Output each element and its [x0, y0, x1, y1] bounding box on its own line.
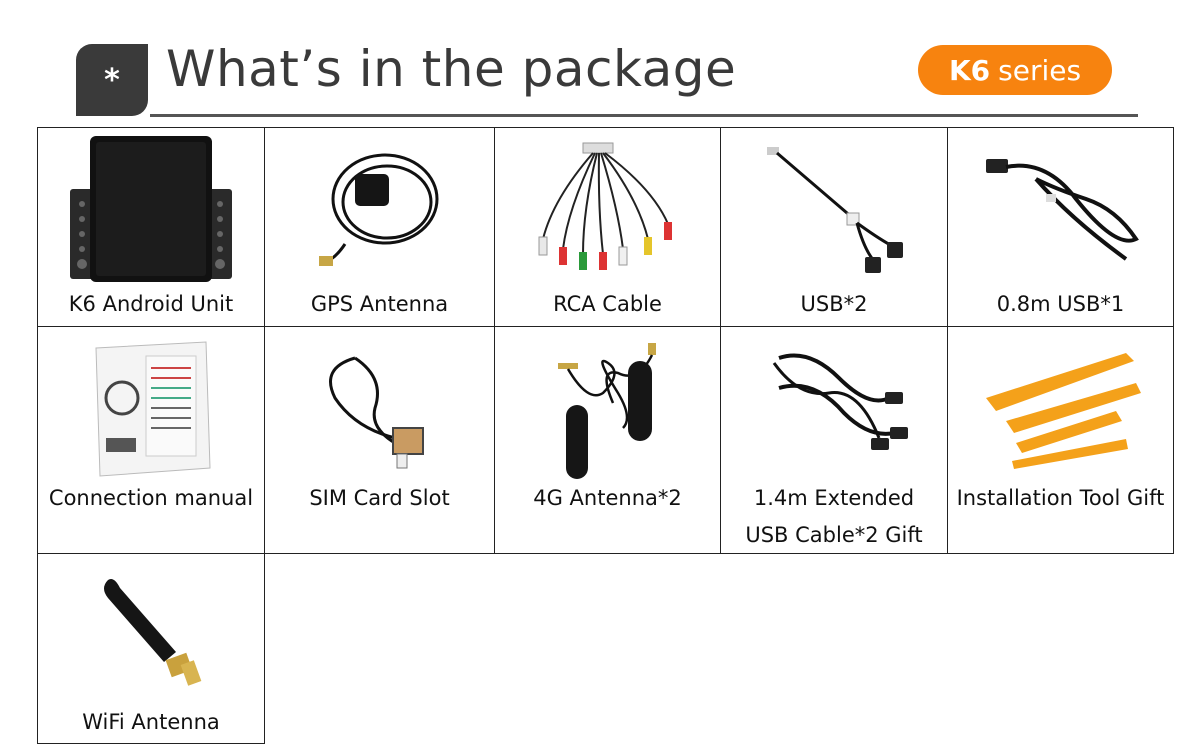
series-model: K6 — [948, 53, 991, 87]
item-label: Installation Tool Gift — [956, 486, 1165, 510]
manual-icon — [38, 333, 264, 483]
head-unit-icon — [38, 134, 264, 284]
pry-tool-icon — [948, 333, 1173, 483]
item-label: GPS Antenna — [310, 292, 449, 316]
package-item-extended-usb: 1.4m Extended USB Cable*2 Gift — [720, 326, 948, 554]
item-label: USB*2 — [800, 292, 868, 316]
package-item-usb: USB*2 — [720, 127, 948, 327]
sim-slot-icon — [265, 333, 494, 483]
item-label: RCA Cable — [553, 292, 662, 316]
item-label: SIM Card Slot — [309, 486, 450, 510]
badge-symbol: * — [104, 62, 120, 98]
item-label: WiFi Antenna — [82, 710, 220, 734]
package-item-installation-tool: Installation Tool Gift — [947, 326, 1174, 554]
title-underline — [150, 114, 1138, 117]
package-item-wifi-antenna: WiFi Antenna — [37, 553, 265, 744]
series-word: series — [998, 53, 1082, 87]
page-title: What’s in the package — [166, 40, 737, 98]
wifi-antenna-icon — [38, 560, 264, 700]
item-label: K6 Android Unit — [68, 292, 234, 316]
usb-cable-short-icon — [948, 134, 1173, 284]
package-item-head-unit: K6 Android Unit — [37, 127, 265, 327]
package-item-sim-slot: SIM Card Slot — [264, 326, 495, 554]
section-badge: * — [76, 44, 148, 116]
series-badge: K6 series — [918, 45, 1112, 95]
item-label-line2: USB Cable*2 Gift — [745, 523, 923, 547]
package-item-gps-antenna: GPS Antenna — [264, 127, 495, 327]
package-item-4g-antenna: 4G Antenna*2 — [494, 326, 721, 554]
package-item-rca-cable: RCA Cable — [494, 127, 721, 327]
package-item-manual: Connection manual — [37, 326, 265, 554]
item-label: 4G Antenna*2 — [533, 486, 682, 510]
usb-cable-icon — [721, 134, 947, 284]
item-label: Connection manual — [48, 486, 254, 510]
item-label: 0.8m USB*1 — [996, 292, 1125, 316]
4g-antenna-icon — [495, 333, 720, 483]
rca-cable-icon — [495, 134, 720, 284]
gps-antenna-icon — [265, 134, 494, 284]
extended-usb-cable-icon — [721, 333, 947, 483]
item-label-line1: 1.4m Extended — [753, 486, 915, 510]
package-item-short-usb: 0.8m USB*1 — [947, 127, 1174, 327]
